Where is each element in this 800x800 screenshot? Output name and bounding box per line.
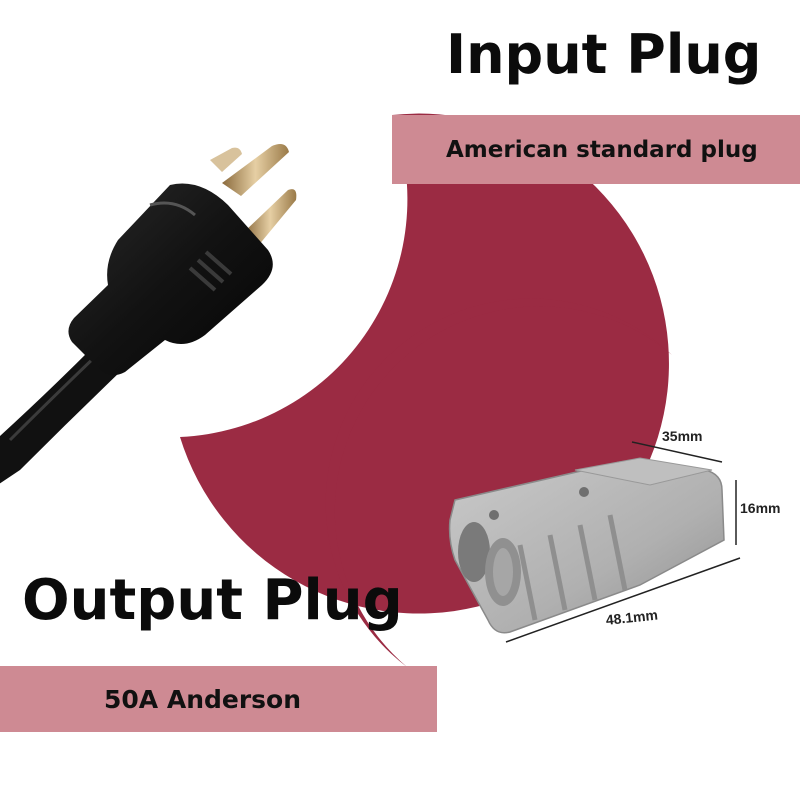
- prong-top: [222, 144, 289, 196]
- output-plug-band: 50A Anderson: [0, 666, 437, 732]
- prong-round: [210, 147, 242, 172]
- height-dimension-label: 16mm: [740, 500, 781, 516]
- socket-left: [458, 522, 490, 582]
- input-plug-type-label: American standard plug: [446, 136, 758, 163]
- plug-cable: [0, 345, 122, 484]
- input-band-bg: [392, 115, 800, 184]
- output-plug-type-label: 50A Anderson: [104, 684, 302, 714]
- width-dimension-label: 35mm: [662, 428, 703, 444]
- input-plug-title: Input Plug: [446, 23, 762, 86]
- input-plug-band: American standard plug: [392, 115, 800, 184]
- output-plug-title: Output Plug: [22, 568, 403, 633]
- plug-body: [68, 183, 273, 376]
- prong-bottom: [244, 189, 297, 246]
- output-band-bg: [0, 666, 437, 732]
